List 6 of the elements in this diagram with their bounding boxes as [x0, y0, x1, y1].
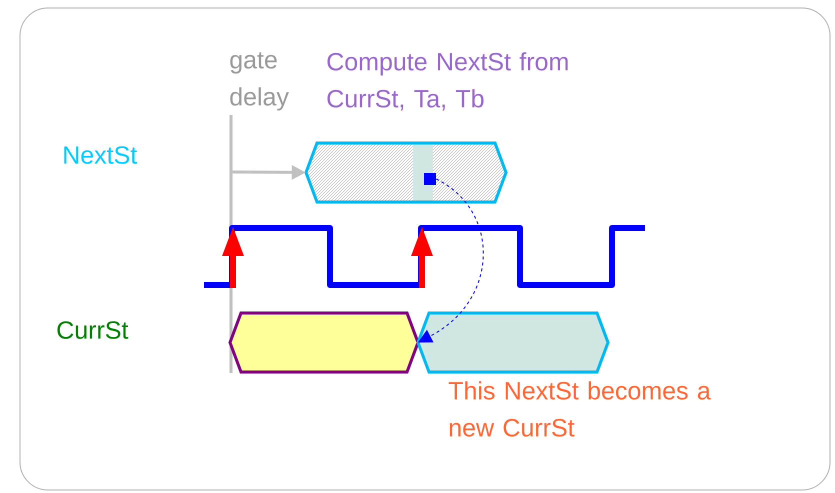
label-text: NextSt — [64, 146, 138, 164]
marker-square — [424, 173, 436, 185]
label-text: CurrSt — [57, 321, 128, 339]
label-text: This NextSt becomes a new CurrSt — [448, 381, 711, 437]
label-text: Compute NextSt from CurrSt, Ta, Tb — [327, 52, 568, 110]
label-text: gate delay — [230, 52, 289, 111]
